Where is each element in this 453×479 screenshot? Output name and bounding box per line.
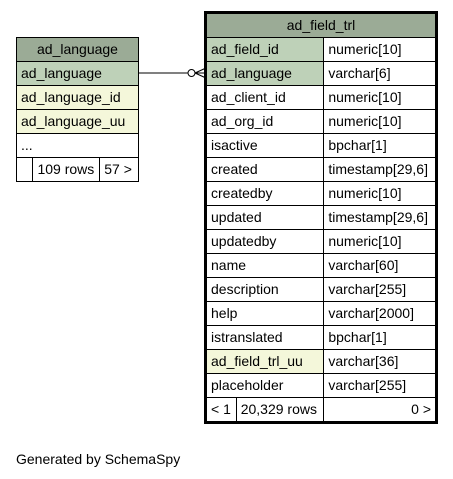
column-type: bpchar[1]	[323, 325, 436, 350]
column-name: ad_field_id	[205, 37, 325, 62]
column-name: ad_language_id	[16, 85, 139, 110]
column-name: updated	[205, 205, 325, 230]
column-type: numeric[10]	[323, 229, 436, 254]
column-type: varchar[2000]	[323, 301, 436, 326]
column-row[interactable]: ad_language	[16, 61, 139, 86]
footer-children-count: 0 >	[323, 397, 436, 422]
column-row[interactable]: ad_language_id	[16, 85, 139, 110]
column-type: bpchar[1]	[323, 133, 436, 158]
column-name: updatedby	[205, 229, 325, 254]
column-name: isactive	[205, 133, 325, 158]
column-type: numeric[10]	[323, 85, 436, 110]
column-type: varchar[255]	[323, 277, 436, 302]
row-count: 109 rows	[32, 157, 101, 182]
column-name: ad_client_id	[205, 85, 325, 110]
column-name: createdby	[205, 181, 325, 206]
column-name: ad_language	[205, 61, 325, 86]
column-row[interactable]: ad_language_uu	[16, 109, 139, 134]
column-name: ad_language	[16, 61, 139, 86]
footer-parents-count	[15, 157, 34, 182]
column-type: timestamp[29,6]	[323, 205, 436, 230]
generated-by-footer: Generated by SchemaSpy	[16, 451, 181, 467]
column-name: ad_org_id	[205, 109, 325, 134]
footer-children-count: 57 >	[99, 157, 139, 182]
column-name: ad_language_uu	[16, 109, 139, 134]
column-type: numeric[10]	[323, 109, 436, 134]
column-name: created	[205, 157, 325, 182]
table-title: ad_field_trl	[206, 13, 436, 38]
column-type: numeric[10]	[323, 181, 436, 206]
column-name: ...	[16, 133, 139, 158]
column-name: ad_field_trl_uu	[205, 349, 325, 374]
table-header-row: ad_field_trl	[206, 13, 436, 38]
column-name: placeholder	[205, 373, 325, 398]
column-row[interactable]: ...	[16, 133, 139, 158]
column-type: varchar[6]	[323, 61, 436, 86]
column-type: timestamp[29,6]	[323, 157, 436, 182]
row-count: 20,329 rows	[235, 397, 325, 422]
column-type: varchar[60]	[323, 253, 436, 278]
table-title: ad_language	[16, 37, 139, 62]
column-type: numeric[10]	[323, 37, 436, 62]
column-name: name	[205, 253, 325, 278]
zero-optional-marker-icon	[187, 69, 196, 77]
column-name: istranslated	[205, 325, 325, 350]
column-name: help	[205, 301, 325, 326]
column-type: varchar[36]	[323, 349, 436, 374]
column-name: description	[205, 277, 325, 302]
crows-foot-many-marker-icon	[194, 67, 207, 79]
column-type: varchar[255]	[323, 373, 436, 398]
footer-parents-count: < 1	[206, 397, 237, 422]
table-header-row: ad_language	[16, 37, 139, 62]
